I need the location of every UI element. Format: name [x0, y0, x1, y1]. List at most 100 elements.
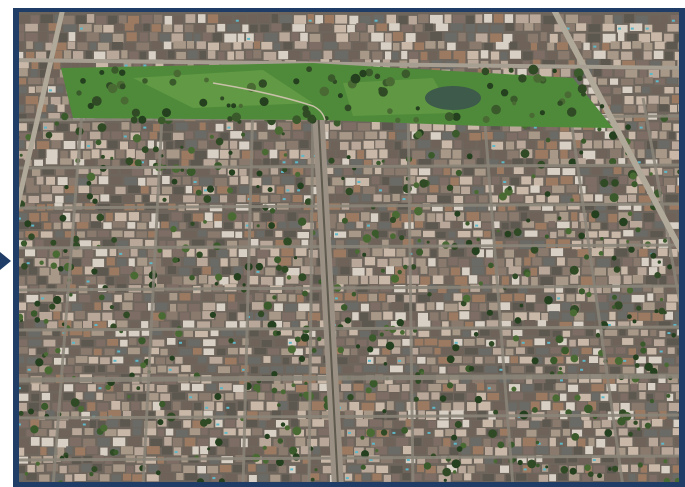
- house-roof: [225, 321, 238, 329]
- house-roof: [228, 302, 238, 310]
- house-roof: [209, 446, 216, 455]
- house-roof: [267, 122, 276, 130]
- house-roof: [28, 114, 38, 121]
- tree: [401, 427, 408, 434]
- house-roof: [283, 321, 291, 329]
- house-roof: [216, 402, 223, 412]
- house-roof: [202, 302, 216, 311]
- house-roof: [429, 267, 438, 276]
- house-roof: [251, 366, 258, 374]
- house-roof: [25, 248, 36, 257]
- house-roof: [621, 51, 633, 60]
- house-roof: [657, 248, 668, 257]
- house-roof: [638, 312, 651, 321]
- house-roof: [288, 393, 300, 402]
- house-roof: [121, 167, 131, 174]
- house-roof: [673, 419, 679, 428]
- house-roof: [610, 41, 620, 49]
- house-roof: [467, 122, 480, 130]
- house-roof: [619, 239, 627, 249]
- house-roof: [658, 402, 667, 412]
- house-roof: [637, 131, 649, 140]
- house-roof: [568, 203, 580, 210]
- house-roof: [281, 474, 290, 482]
- tree: [626, 287, 634, 294]
- house-roof: [110, 176, 122, 185]
- pool: [537, 442, 541, 445]
- house-roof: [87, 230, 97, 237]
- house-roof: [343, 366, 353, 374]
- house-roof: [532, 257, 542, 266]
- house-roof: [365, 131, 378, 139]
- pool: [288, 341, 292, 344]
- house-roof: [665, 194, 678, 202]
- park-tree: [415, 106, 420, 111]
- house-roof: [105, 212, 113, 222]
- house-roof: [589, 366, 598, 374]
- tree: [413, 396, 419, 402]
- house-roof: [559, 375, 568, 384]
- tree: [256, 185, 260, 189]
- house-roof: [183, 330, 193, 337]
- house-roof: [664, 51, 674, 60]
- pool: [607, 324, 611, 326]
- house-roof: [124, 357, 133, 365]
- house-roof: [240, 447, 253, 456]
- house-roof: [40, 23, 47, 32]
- house-roof: [91, 167, 101, 175]
- house-roof: [278, 465, 287, 473]
- house-roof: [387, 295, 396, 303]
- tree: [280, 422, 286, 427]
- house-roof: [322, 465, 333, 474]
- house-roof: [75, 392, 83, 400]
- house-roof: [610, 149, 622, 158]
- house-roof: [353, 321, 361, 328]
- house-roof: [464, 473, 472, 481]
- house-roof: [102, 239, 115, 249]
- house-roof: [626, 185, 638, 194]
- house-roof: [494, 212, 508, 221]
- tree: [268, 222, 275, 229]
- house-roof: [538, 474, 549, 482]
- house-roof: [435, 23, 449, 32]
- house-roof: [368, 339, 377, 347]
- house-roof: [19, 276, 25, 285]
- house-roof: [123, 411, 132, 420]
- house-roof: [235, 231, 243, 238]
- house-roof: [357, 150, 364, 159]
- house-roof: [30, 437, 40, 446]
- house-roof: [19, 95, 25, 104]
- house-roof: [401, 392, 409, 400]
- house-roof: [495, 186, 502, 194]
- house-roof: [383, 168, 395, 176]
- house-roof: [69, 284, 76, 292]
- house-roof: [78, 123, 90, 131]
- house-roof: [141, 213, 150, 222]
- house-roof: [371, 32, 384, 42]
- house-roof: [55, 230, 64, 238]
- house-roof: [270, 248, 280, 257]
- house-roof: [673, 123, 679, 132]
- house-roof: [177, 303, 187, 312]
- house-roof: [49, 69, 59, 78]
- house-roof: [145, 239, 157, 249]
- house-roof: [258, 14, 270, 23]
- house-roof: [557, 473, 568, 481]
- park-tree: [374, 73, 381, 80]
- house-roof: [97, 159, 110, 166]
- tree: [667, 264, 673, 270]
- house-roof: [346, 239, 359, 249]
- house-roof: [72, 213, 80, 222]
- house-roof: [510, 41, 518, 50]
- house-roof: [263, 158, 270, 165]
- house-roof: [40, 384, 49, 392]
- tree: [281, 132, 285, 136]
- house-roof: [215, 294, 228, 302]
- house-roof: [299, 276, 313, 285]
- house-roof: [208, 122, 215, 131]
- tree: [276, 330, 281, 336]
- house-roof: [180, 312, 190, 321]
- house-roof: [231, 365, 240, 373]
- tree: [390, 233, 396, 240]
- house-roof: [453, 186, 460, 194]
